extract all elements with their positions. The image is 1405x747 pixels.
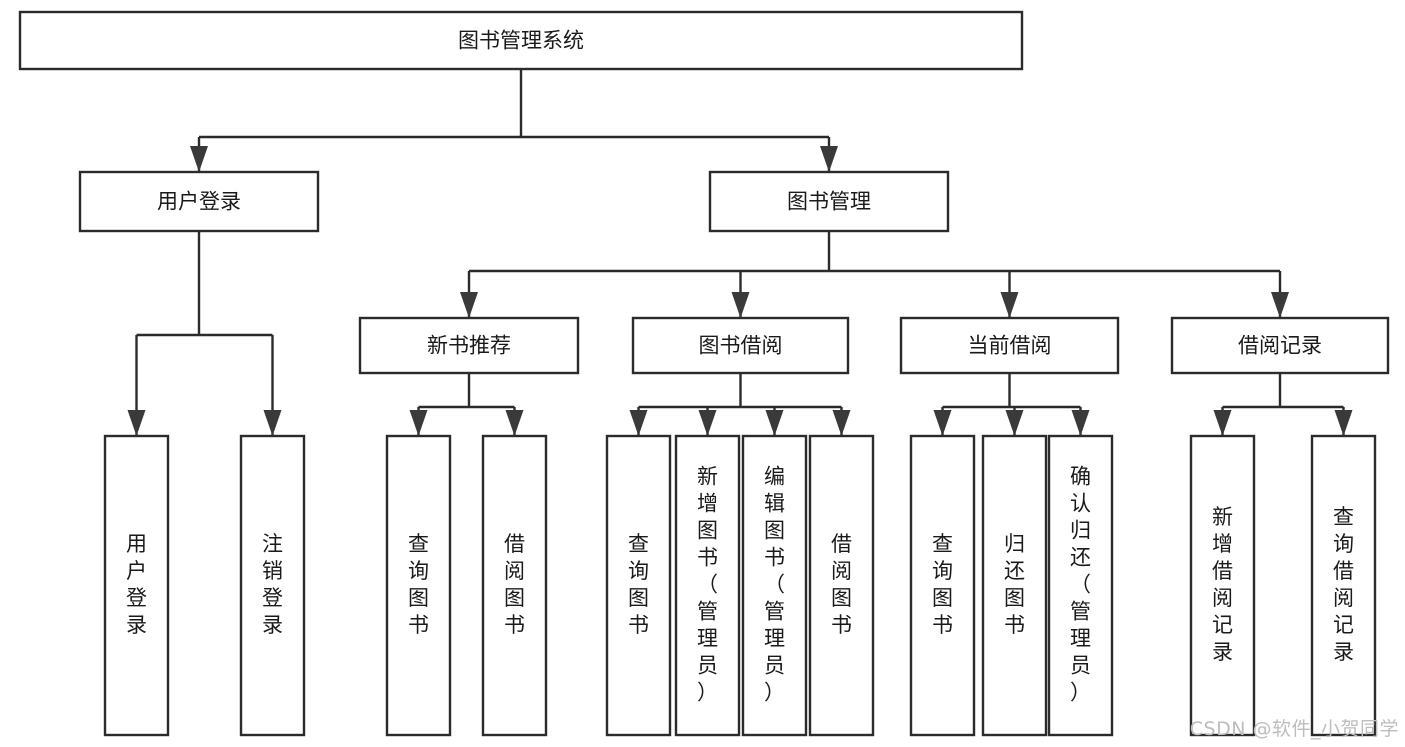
node-box-3-5[interactable]: 借阅图书: [481, 434, 548, 737]
node-label: 新增图书（管理员）: [697, 465, 718, 705]
node-box-2-11[interactable]: 当前借阅: [899, 316, 1120, 375]
node-rect: [18, 10, 1024, 71]
node-box-2-6[interactable]: 图书借阅: [631, 316, 850, 375]
node-rect: [103, 434, 170, 737]
node-label: 查询图书: [932, 532, 953, 637]
node-label: 用户登录: [157, 190, 241, 214]
arrow-head-icon: [460, 292, 478, 318]
node-rect: [741, 434, 808, 737]
arrow-head-icon: [409, 410, 428, 436]
node-rect: [78, 170, 320, 233]
node-label: 当前借阅: [968, 334, 1052, 358]
node-rect: [385, 434, 452, 737]
node-label: 归还图书: [1004, 532, 1025, 637]
node-box-3-16[interactable]: 新增借阅记录: [1189, 434, 1256, 737]
node-rect: [1189, 434, 1256, 737]
arrow-head-icon: [698, 410, 717, 436]
node-rect: [481, 434, 548, 737]
node-label: 图书借阅: [699, 334, 783, 358]
node-rect: [708, 170, 950, 233]
node-box-3-7[interactable]: 查询图书: [605, 434, 672, 737]
arrow-head-icon: [1005, 410, 1024, 436]
node-label: 查询图书: [408, 532, 429, 637]
node-box-3-13[interactable]: 归还图书: [981, 434, 1048, 737]
arrow-head-icon: [832, 410, 851, 436]
csdn-watermark: CSDN @软件_小贺同学: [1189, 718, 1399, 740]
node-label: 借阅图书: [831, 532, 852, 637]
node-label: 新书推荐: [427, 334, 511, 358]
node-label: 确认归还（管理员）: [1070, 465, 1091, 705]
node-box-3-8[interactable]: 新增图书（管理员）: [674, 434, 741, 737]
node-label: 查询图书: [628, 532, 649, 637]
node-box-3-10[interactable]: 借阅图书: [808, 434, 875, 737]
node-box-2-18[interactable]: 用户登录: [103, 434, 170, 737]
node-label: 图书管理: [787, 190, 871, 214]
node-label: 图书管理系统: [458, 29, 584, 53]
arrow-head-icon: [190, 146, 208, 172]
node-rect: [909, 434, 976, 737]
arrow-head-icon: [263, 410, 282, 436]
node-box-1-1[interactable]: 用户登录: [78, 170, 320, 233]
arrow-head-icon: [1334, 410, 1353, 436]
node-rect: [631, 316, 850, 375]
arrow-head-icon: [505, 410, 524, 436]
node-label: 借阅图书: [504, 532, 525, 637]
arrow-head-icon: [1271, 292, 1289, 318]
node-label: 编辑图书（管理员）: [764, 465, 785, 705]
node-box-2-3[interactable]: 新书推荐: [358, 316, 580, 375]
connector-layer: [127, 69, 1353, 436]
node-box-0-0[interactable]: 图书管理系统: [18, 10, 1024, 71]
node-box-2-19[interactable]: 注销登录: [239, 434, 306, 737]
node-rect: [674, 434, 741, 737]
node-rect: [605, 434, 672, 737]
node-label: 查询借阅记录: [1333, 505, 1354, 664]
node-box-3-14[interactable]: 确认归还（管理员）: [1047, 434, 1114, 737]
node-box-3-12[interactable]: 查询图书: [909, 434, 976, 737]
node-box-3-9[interactable]: 编辑图书（管理员）: [741, 434, 808, 737]
node-box-3-17[interactable]: 查询借阅记录: [1310, 434, 1377, 737]
arrow-head-icon: [731, 292, 750, 318]
node-rect: [358, 316, 580, 375]
node-box-2-15[interactable]: 借阅记录: [1170, 316, 1390, 375]
node-label: 注销登录: [262, 532, 283, 637]
arrow-head-icon: [127, 410, 146, 436]
arrow-head-icon: [933, 410, 952, 436]
node-box-1-2[interactable]: 图书管理: [708, 170, 950, 233]
node-label: 用户登录: [126, 532, 147, 637]
node-box-3-4[interactable]: 查询图书: [385, 434, 452, 737]
arrow-head-icon: [820, 146, 838, 172]
arrow-head-icon: [765, 410, 784, 436]
node-label: 新增借阅记录: [1212, 505, 1233, 664]
arrow-head-icon: [1000, 292, 1019, 318]
node-rect: [1047, 434, 1114, 737]
arrow-head-icon: [1071, 410, 1090, 436]
node-rect: [1310, 434, 1377, 737]
node-rect: [808, 434, 875, 737]
arrow-head-icon: [629, 410, 648, 436]
arrow-head-icon: [1213, 410, 1232, 436]
node-rect: [981, 434, 1048, 737]
node-rect: [239, 434, 306, 737]
node-rect: [1170, 316, 1390, 375]
node-label: 借阅记录: [1238, 334, 1322, 358]
node-rect: [899, 316, 1120, 375]
